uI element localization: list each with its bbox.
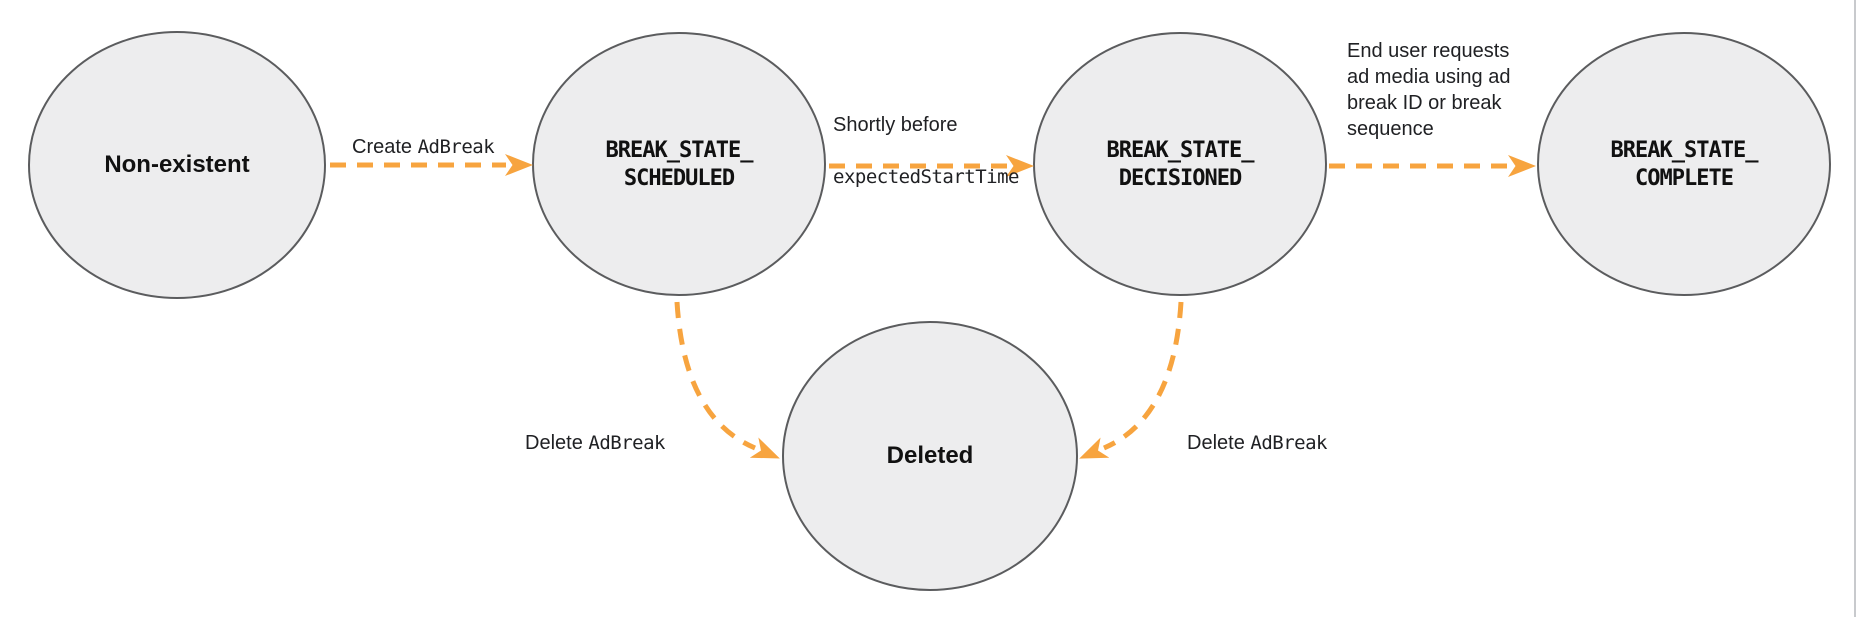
transition-arrow-delete-from-scheduled [674,301,780,459]
edge-label-end-user-request: End user requests ad media using ad brea… [1347,40,1511,140]
edge-label-text: Delete [1187,432,1251,454]
edge-label-text: Create [352,136,418,158]
state-node-decisioned [1033,32,1327,296]
edge-label-code: AdBreak [417,136,495,158]
edge-label-code: AdBreak [1250,432,1327,454]
transition-arrow-delete-from-decisioned [1079,301,1184,459]
state-node-complete [1537,32,1831,296]
state-label-non-existent: Non-existent [104,151,250,178]
edge-label-text: Shortly before [833,114,958,136]
edge-label-text: Delete [525,432,589,454]
edge-label-code: expectedStartTime [833,166,1019,188]
state-label-deleted: Deleted [886,442,974,469]
state-label-scheduled: BREAK_STATE_ SCHEDULED [605,138,754,191]
edge-label-delete-adbreak-right: Delete AdBreak [1187,404,1327,456]
state-node-non-existent [28,31,326,299]
state-label-decisioned: BREAK_STATE_ DECISIONED [1106,138,1255,191]
state-node-scheduled [532,32,826,296]
edge-label-delete-adbreak-left: Delete AdBreak [525,404,665,456]
edge-label-create-adbreak: Create AdBreak [352,108,495,160]
state-label-complete: BREAK_STATE_ COMPLETE [1610,138,1759,191]
edge-label-code: AdBreak [588,432,665,454]
edge-label-shortly-before: Shortly before expectedStartTime [833,86,1019,216]
state-node-deleted [782,321,1078,591]
